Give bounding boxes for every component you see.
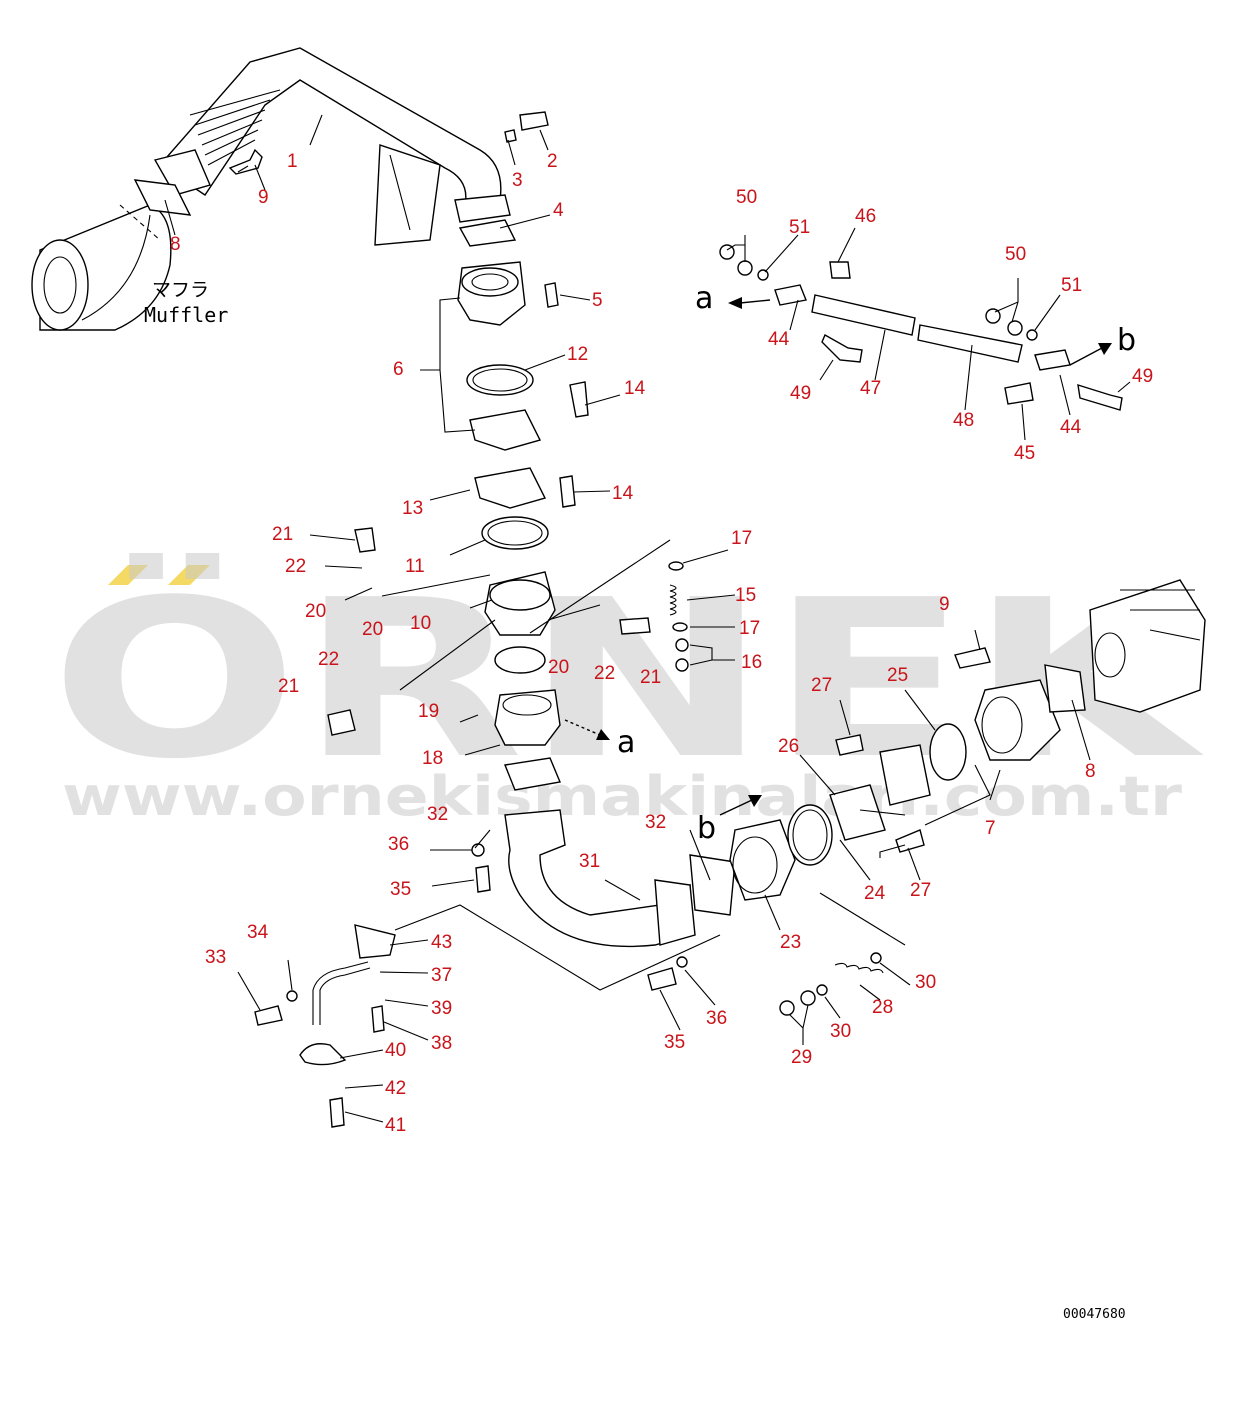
arrow-label-a-valve: a <box>617 725 635 760</box>
callout: 9 <box>939 594 950 615</box>
callout: 20 <box>362 619 383 640</box>
arrow-label-b-top: b <box>1117 323 1136 358</box>
watermark-brand: ÖRNEK <box>50 553 1204 807</box>
callout: 22 <box>594 663 615 684</box>
callout: 28 <box>872 997 893 1018</box>
callout: 30 <box>915 972 936 993</box>
callout: 6 <box>393 359 404 380</box>
callout: 12 <box>567 344 588 365</box>
callout: 44 <box>1060 417 1082 438</box>
gasket-8-upper <box>133 179 192 216</box>
callout: 22 <box>285 556 306 577</box>
callout: 45 <box>1014 443 1035 464</box>
callout: 50 <box>736 187 757 208</box>
turbo-housing <box>1089 579 1206 713</box>
callout: 11 <box>405 556 425 577</box>
callout: 21 <box>278 676 299 697</box>
brake-cylinder <box>729 804 833 901</box>
callout: 48 <box>953 410 974 431</box>
callout: 50 <box>1005 244 1026 265</box>
callout: 24 <box>864 883 886 904</box>
watermark-url: www.ornekismakinalari.com.tr <box>62 765 1182 828</box>
callout: 32 <box>645 812 666 833</box>
callout: 49 <box>790 383 811 404</box>
callout: 20 <box>305 601 326 622</box>
callout: 25 <box>887 665 908 686</box>
arrow-label-b-cylinder: b <box>697 811 716 846</box>
callout: 42 <box>385 1078 406 1099</box>
callout: 14 <box>612 483 634 504</box>
callout: 3 <box>512 170 523 191</box>
callout: 29 <box>791 1047 812 1068</box>
arrow-label-a-top: a <box>695 281 713 316</box>
callout: 37 <box>431 965 452 986</box>
callout: 4 <box>553 200 564 221</box>
gasket-4 <box>458 219 517 247</box>
callout: 13 <box>402 498 423 519</box>
adapter-assembly <box>457 261 589 550</box>
muffler-label-en: Muffler <box>144 303 228 327</box>
callout: 16 <box>741 652 762 673</box>
callout: 21 <box>640 667 661 688</box>
callout: 22 <box>318 649 339 670</box>
drawing-number: 00047680 <box>1063 1307 1126 1322</box>
callout: 5 <box>592 290 603 311</box>
watermark: ÖRNEK www.ornekismakinalari.com.tr <box>50 553 1204 828</box>
rod-linkage <box>719 244 1123 411</box>
callout: 35 <box>664 1032 685 1053</box>
callout: 47 <box>860 378 881 399</box>
callout: 23 <box>780 932 801 953</box>
callout: 2 <box>547 151 558 172</box>
callout: 49 <box>1132 366 1153 387</box>
direction-arrows <box>564 297 1112 816</box>
leader-lines <box>164 114 1131 1123</box>
callout: 51 <box>1061 275 1082 296</box>
bolts-top <box>228 111 549 175</box>
muffler <box>31 204 172 331</box>
callout: 17 <box>739 618 760 639</box>
callout: 36 <box>706 1008 727 1029</box>
callout: 43 <box>431 932 452 953</box>
callout: 8 <box>170 234 181 255</box>
callout: 41 <box>385 1115 406 1136</box>
callout: 14 <box>624 378 646 399</box>
elbow-pipe <box>504 809 736 948</box>
callout: 35 <box>390 879 411 900</box>
callout: 31 <box>579 851 600 872</box>
callout: 34 <box>247 922 269 943</box>
callout: 19 <box>418 701 439 722</box>
callout: 7 <box>985 818 996 839</box>
callout: 26 <box>778 736 799 757</box>
callout: 33 <box>205 947 226 968</box>
exhaust-pipe <box>153 47 511 246</box>
callout-numbers: 1 2 3 4 5 6 12 14 13 14 11 21 22 20 10 1… <box>170 151 1153 1136</box>
callout: 40 <box>385 1040 406 1061</box>
callout: 1 <box>287 151 298 172</box>
callout: 9 <box>258 187 269 208</box>
turbo-flange <box>829 647 1086 841</box>
callout: 18 <box>422 748 443 769</box>
callout: 38 <box>431 1033 452 1054</box>
callout: 15 <box>735 585 756 606</box>
callout: 20 <box>548 657 569 678</box>
callout: 39 <box>431 998 452 1019</box>
exhaust-brake-valve <box>327 527 651 791</box>
spring-stack <box>668 561 689 672</box>
callout: 10 <box>410 613 431 634</box>
callout: 44 <box>768 329 790 350</box>
callout: 21 <box>272 524 293 545</box>
callout: 36 <box>388 834 409 855</box>
callout: 17 <box>731 528 752 549</box>
muffler-label-jp: マフラ <box>152 279 209 301</box>
callout: 27 <box>910 880 931 901</box>
callout: 46 <box>855 206 876 227</box>
callout: 27 <box>811 675 832 696</box>
callout: 8 <box>1085 761 1096 782</box>
callout: 30 <box>830 1021 851 1042</box>
bracket-assembly <box>254 924 396 1128</box>
callout: 51 <box>789 217 810 238</box>
callout: 32 <box>427 804 448 825</box>
